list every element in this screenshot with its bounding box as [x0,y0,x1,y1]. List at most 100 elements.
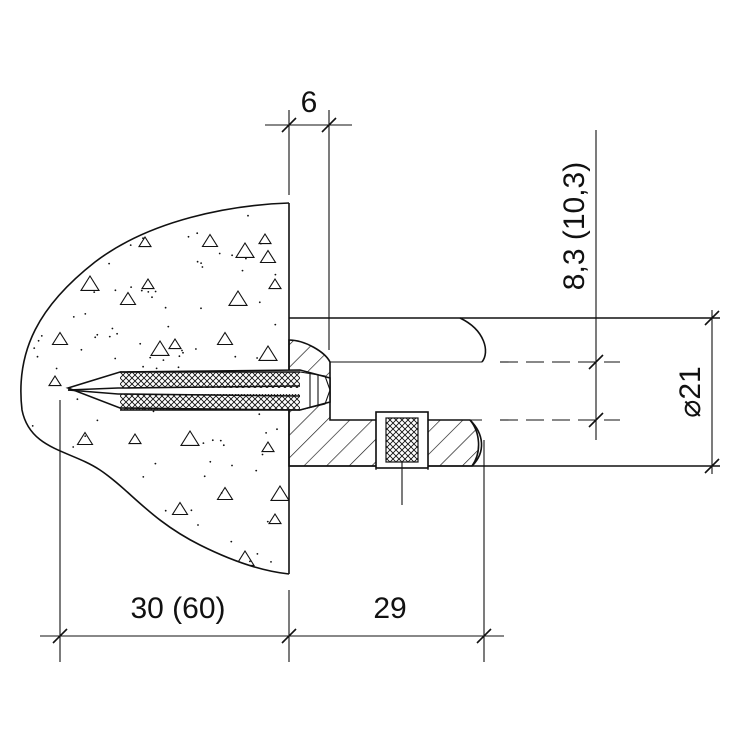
concrete-dot [46,264,49,266]
concrete-dot [33,347,36,349]
concrete-dot [47,568,50,571]
concrete-dot [195,348,197,350]
concrete-aggregate [138,235,152,248]
dimension-diameter: ⌀21 [674,310,720,474]
concrete-dot [70,222,73,225]
concrete-dot [211,439,214,442]
concrete-dot [124,552,127,554]
concrete-dot [130,286,133,288]
concrete-dot [164,306,167,309]
concrete-dot [96,419,99,422]
concrete-aggregate [268,277,282,290]
concrete-dot [167,325,170,328]
concrete-dot [76,398,79,401]
concrete-dot [68,217,71,220]
concrete-dot [231,464,233,467]
concrete-aggregate [168,337,182,350]
concrete-dot [94,486,97,488]
set-screw [375,411,429,505]
concrete-dot [126,215,129,218]
concrete-aggregate [261,440,275,453]
dimension-top: 6 [265,86,352,350]
concrete-dot [178,355,181,358]
concrete-dot [219,439,222,442]
concrete-dot [147,291,150,293]
concrete-dot [249,560,251,563]
concrete-dot [245,257,247,260]
concrete-aggregate [258,232,272,245]
concrete-dot [46,281,49,284]
concrete-dot [169,213,172,215]
concrete-dot [181,349,183,352]
concrete-dot [84,313,87,315]
concrete-dot [37,339,40,342]
concrete-dot [94,556,96,558]
dimension-diameter-label: ⌀21 [674,366,707,417]
concrete-dot [196,232,199,235]
concrete-dot [255,469,258,472]
concrete-dot [84,435,87,437]
concrete-dot [142,365,145,368]
concrete-dot [230,540,233,543]
concrete-dot [110,214,113,217]
concrete-dot [144,560,147,562]
concrete-dot [149,356,152,359]
concrete-dot [111,327,114,330]
concrete-dot [64,488,67,491]
concrete-dot [59,286,62,289]
dimension-vertical: 8,3 (10,3) [558,130,604,440]
concrete-dot [190,509,193,512]
concrete-dot [45,229,48,232]
concrete-dot [106,212,109,214]
concrete-dot [36,355,39,358]
concrete-dot [143,525,146,527]
concrete-dot [72,316,75,318]
concrete-dot [26,482,29,485]
concrete-dot [270,561,272,563]
concrete-dot [258,301,261,304]
dimension-vertical-label: 8,3 (10,3) [558,162,591,290]
dimension-bottom-right-label: 29 [373,592,406,625]
concrete-dot [265,432,267,434]
concrete-dot [80,348,83,351]
concrete-dot [154,462,157,465]
concrete-dot [96,333,99,336]
concrete-dot [68,566,71,569]
concrete-dot [201,266,204,268]
concrete-aggregate [128,432,142,445]
concrete-dot [40,335,43,337]
concrete-dot [40,477,42,479]
concrete-aggregate [228,289,248,306]
concrete-dot [146,568,149,571]
concrete-aggregate [48,374,62,387]
concrete-dot [30,260,33,263]
concrete-dot [57,472,60,474]
concrete-dot [197,524,199,526]
concrete-dot [200,262,203,264]
concrete-dot [256,553,259,555]
clamp-body [288,339,483,467]
concrete-dot [44,528,47,531]
concrete-dot [45,545,47,547]
concrete-aggregate [141,277,155,290]
concrete-dot [166,568,169,571]
concrete-aggregate [150,339,170,356]
concrete-dot [209,460,212,463]
concrete-dot [203,475,206,478]
concrete-dot [256,357,258,359]
concrete-dot [261,453,264,456]
concrete-aggregate [216,486,234,501]
concrete-dot [258,413,261,416]
concrete-dot [139,512,141,515]
concrete-dot [114,289,117,292]
concrete-dot [142,476,145,478]
concrete-aggregate [270,484,289,501]
concrete-dot [202,442,205,444]
concrete-dot [177,366,180,369]
concrete-dot [196,260,199,263]
concrete-dot [84,509,87,512]
concrete-dot [98,491,101,494]
concrete-dot [247,214,249,217]
concrete-dot [234,355,237,358]
